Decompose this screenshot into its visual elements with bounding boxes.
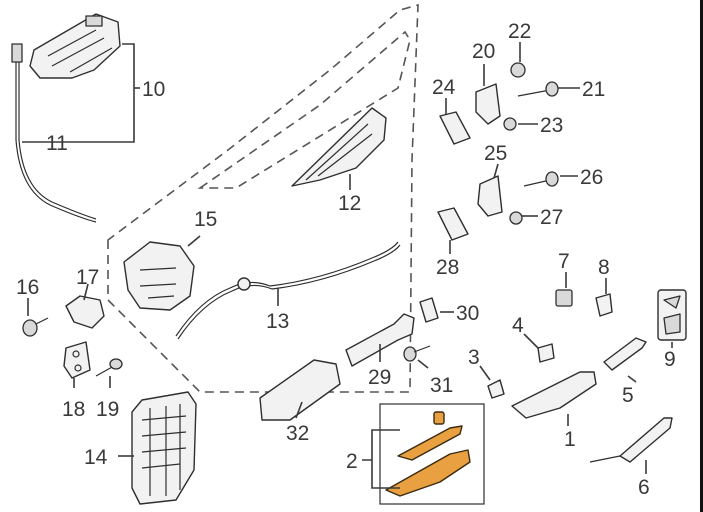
- callout-13: 13: [266, 310, 289, 333]
- gasket-30: [419, 297, 439, 323]
- callout-1: 1: [564, 428, 576, 451]
- callout-28: 28: [436, 256, 459, 279]
- outside-door-handle: [511, 371, 597, 419]
- callout-18: 18: [62, 398, 85, 421]
- callout-2: 2: [346, 450, 358, 473]
- bolt-31: [403, 345, 431, 362]
- door-module-carrier: [131, 391, 197, 505]
- callout-24: 24: [432, 76, 456, 99]
- callout-8: 8: [598, 256, 610, 279]
- callout-15: 15: [194, 208, 217, 231]
- callout-4: 4: [512, 314, 524, 337]
- door-latch: [123, 241, 195, 311]
- callout-16: 16: [16, 276, 39, 299]
- callout-10: 10: [142, 78, 165, 101]
- callout-19: 19: [96, 398, 119, 421]
- bolt-19: [95, 358, 123, 377]
- callout-23: 23: [540, 114, 563, 137]
- handle-cap-9: [657, 289, 687, 341]
- callout-17: 17: [76, 266, 99, 289]
- callout-32: 32: [286, 422, 309, 445]
- reinforcement-plate-28: [437, 207, 469, 241]
- door-lock-actuator: [29, 13, 121, 79]
- callout-30: 30: [456, 302, 479, 325]
- highlighted-handle-assembly: [379, 403, 485, 505]
- handle-with-cable: [589, 417, 673, 463]
- callout-31: 31: [430, 374, 453, 397]
- door-check-strap: [345, 313, 415, 367]
- callout-20: 20: [472, 40, 495, 63]
- door-hinge-18: [63, 341, 91, 379]
- cylinder-cover-8: [595, 293, 613, 317]
- door-outline: [107, 3, 419, 393]
- washer-27: [509, 211, 523, 225]
- gasket-3: [487, 379, 505, 399]
- callout-7: 7: [558, 250, 570, 273]
- callout-27: 27: [540, 206, 563, 229]
- leader-lines: [22, 42, 673, 489]
- door-window-outline: [197, 30, 411, 189]
- inside-door-handle: [603, 337, 647, 371]
- callout-21: 21: [582, 78, 605, 101]
- callout-22: 22: [508, 20, 531, 43]
- door-striker: [65, 295, 105, 329]
- right-edge-border: [700, 0, 703, 512]
- window-trim-bracket: [291, 107, 387, 187]
- inside-release-cable: [175, 241, 401, 340]
- hinge-bracket-lower: [477, 175, 503, 217]
- bolt-26: [523, 171, 559, 187]
- callout-25: 25: [484, 142, 507, 165]
- hinge-bracket-upper: [475, 83, 501, 125]
- callout-26: 26: [580, 166, 603, 189]
- lock-cable: [11, 43, 97, 223]
- callout-5: 5: [622, 384, 634, 407]
- callout-14: 14: [84, 446, 108, 469]
- callout-12: 12: [338, 192, 361, 215]
- callout-3: 3: [468, 346, 480, 369]
- reinforcement-plate-24: [439, 111, 471, 145]
- bolt-21: [517, 81, 559, 97]
- window-guide-32: [259, 359, 341, 421]
- bolt-16: [22, 317, 49, 337]
- gasket-4: [537, 343, 555, 363]
- callout-29: 29: [368, 366, 391, 389]
- callout-6: 6: [638, 476, 650, 499]
- nut-22: [510, 62, 526, 78]
- lock-cap-7: [555, 289, 573, 307]
- callout-9: 9: [664, 348, 676, 371]
- washer-23: [503, 117, 517, 131]
- callout-11: 11: [46, 132, 68, 155]
